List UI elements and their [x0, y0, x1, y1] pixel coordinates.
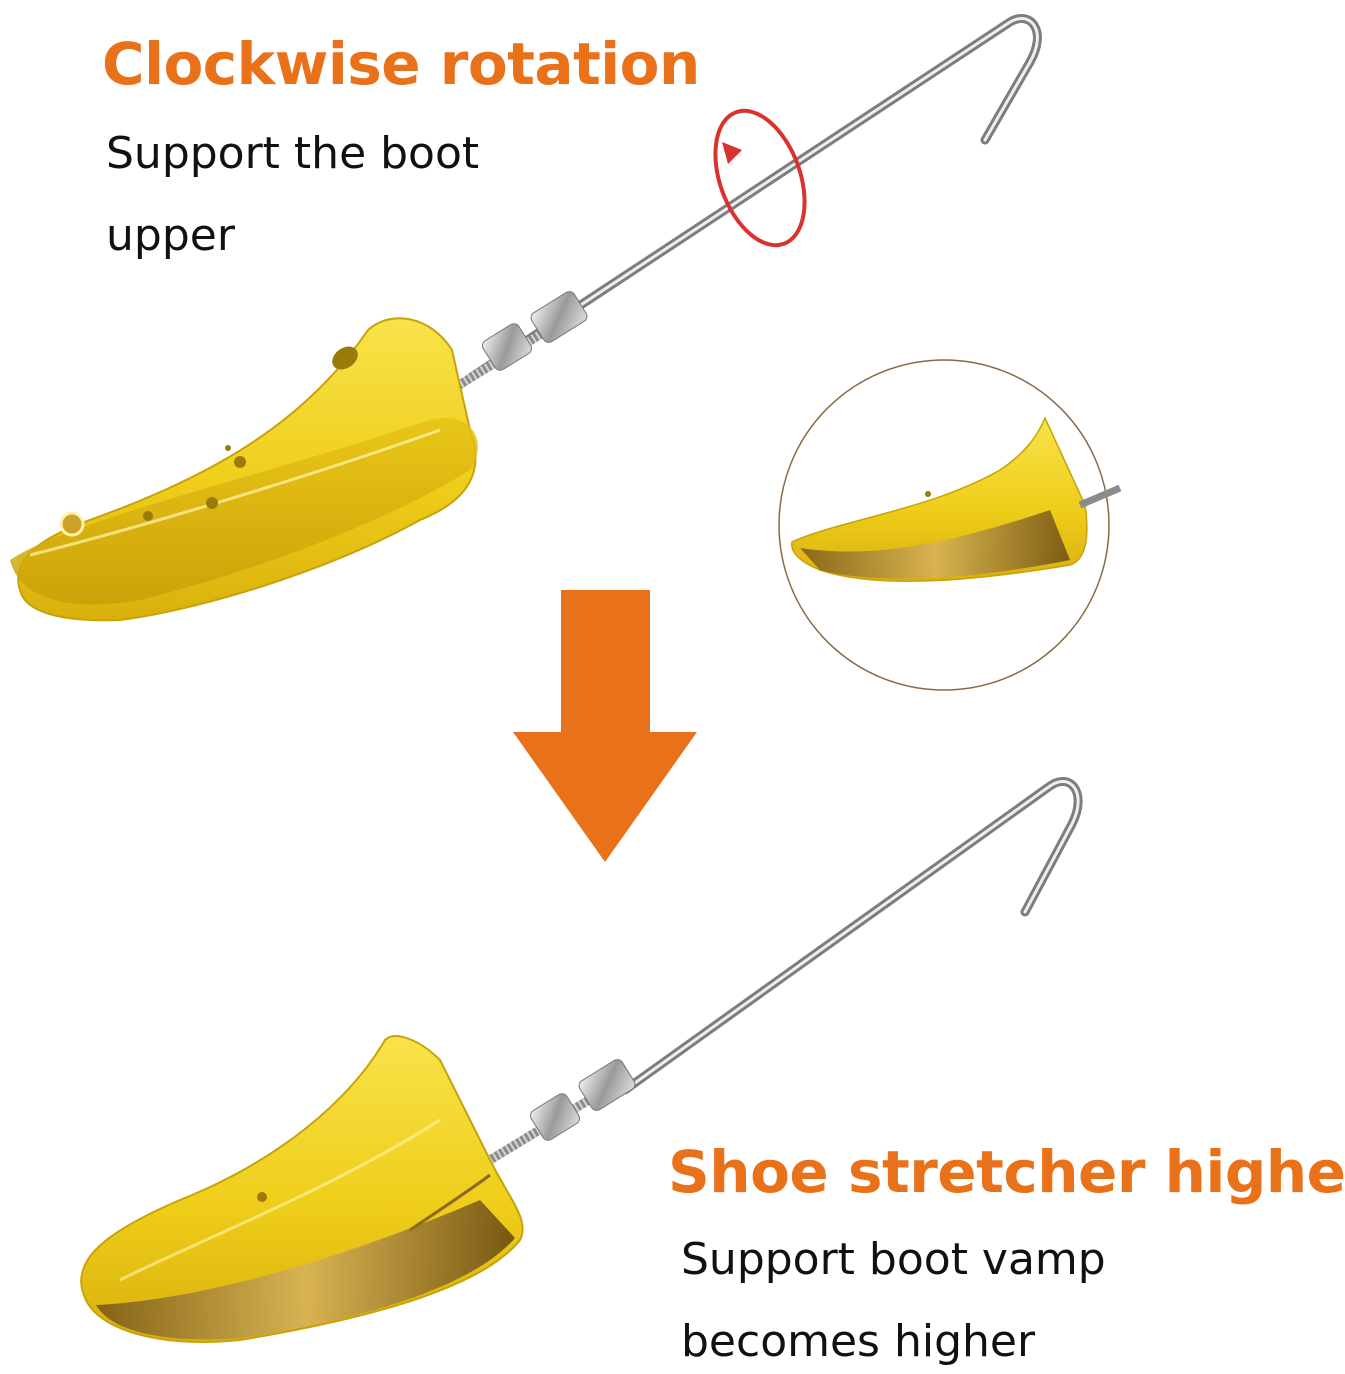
- bottom-shoe-stretcher: [80, 777, 1083, 1343]
- bottom-heading: Shoe stretcher higher: [668, 1138, 1345, 1206]
- bottom-description-line-2: becomes higher: [681, 1316, 1036, 1367]
- inset-detail-circle: [778, 359, 1122, 691]
- down-arrow-icon: [513, 590, 697, 862]
- bottom-stretcher-body: [80, 1035, 524, 1343]
- top-description-line-1: Support the boot: [106, 128, 480, 179]
- top-stretcher-body: [10, 317, 478, 622]
- top-threaded-screw: [445, 291, 588, 396]
- top-shoe-stretcher: [10, 14, 1042, 622]
- bottom-hook-rod: [620, 777, 1083, 1095]
- bottom-threaded-screw: [487, 1059, 636, 1164]
- top-heading: Clockwise rotation: [102, 30, 700, 98]
- top-hook-rod: [465, 14, 1042, 383]
- bottom-description-line-1: Support boot vamp: [681, 1234, 1106, 1285]
- rotation-arrow-icon: [713, 108, 807, 248]
- top-description-line-2: upper: [106, 210, 235, 261]
